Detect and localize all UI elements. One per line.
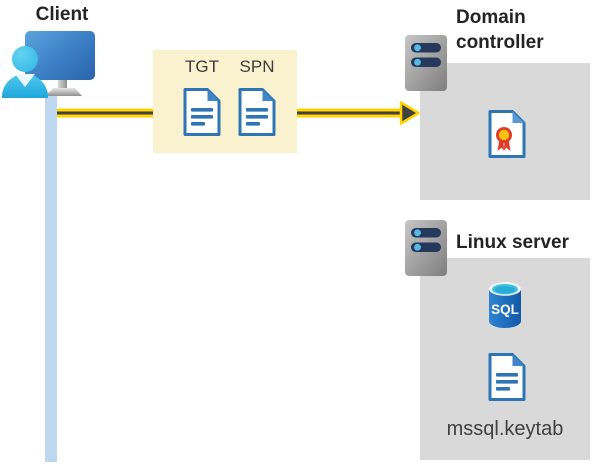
arrowhead-icon	[399, 101, 420, 125]
sql-database-icon: SQL	[489, 282, 521, 328]
keytab-filename-label: mssql.keytab	[446, 418, 564, 440]
spn-document-icon	[238, 88, 276, 136]
client-connector-line	[45, 92, 57, 462]
client-label: Client	[35, 4, 89, 25]
certificate-icon	[488, 110, 526, 158]
sql-icon-label: SQL	[491, 302, 519, 317]
person-icon-head	[12, 46, 38, 72]
tgt-label: TGT	[185, 57, 219, 76]
linux-server-icon	[405, 220, 447, 276]
tgt-document-icon	[183, 88, 221, 136]
domain-controller-label: Domain controller	[456, 7, 544, 53]
domain-controller-server-icon	[405, 35, 447, 91]
linux-server-label: Linux server	[456, 232, 569, 253]
person-icon-collar	[15, 74, 35, 87]
monitor-stand-base	[46, 88, 82, 96]
monitor-stand-neck	[58, 79, 67, 89]
keytab-document-icon	[488, 353, 526, 401]
spn-label: SPN	[239, 57, 275, 76]
